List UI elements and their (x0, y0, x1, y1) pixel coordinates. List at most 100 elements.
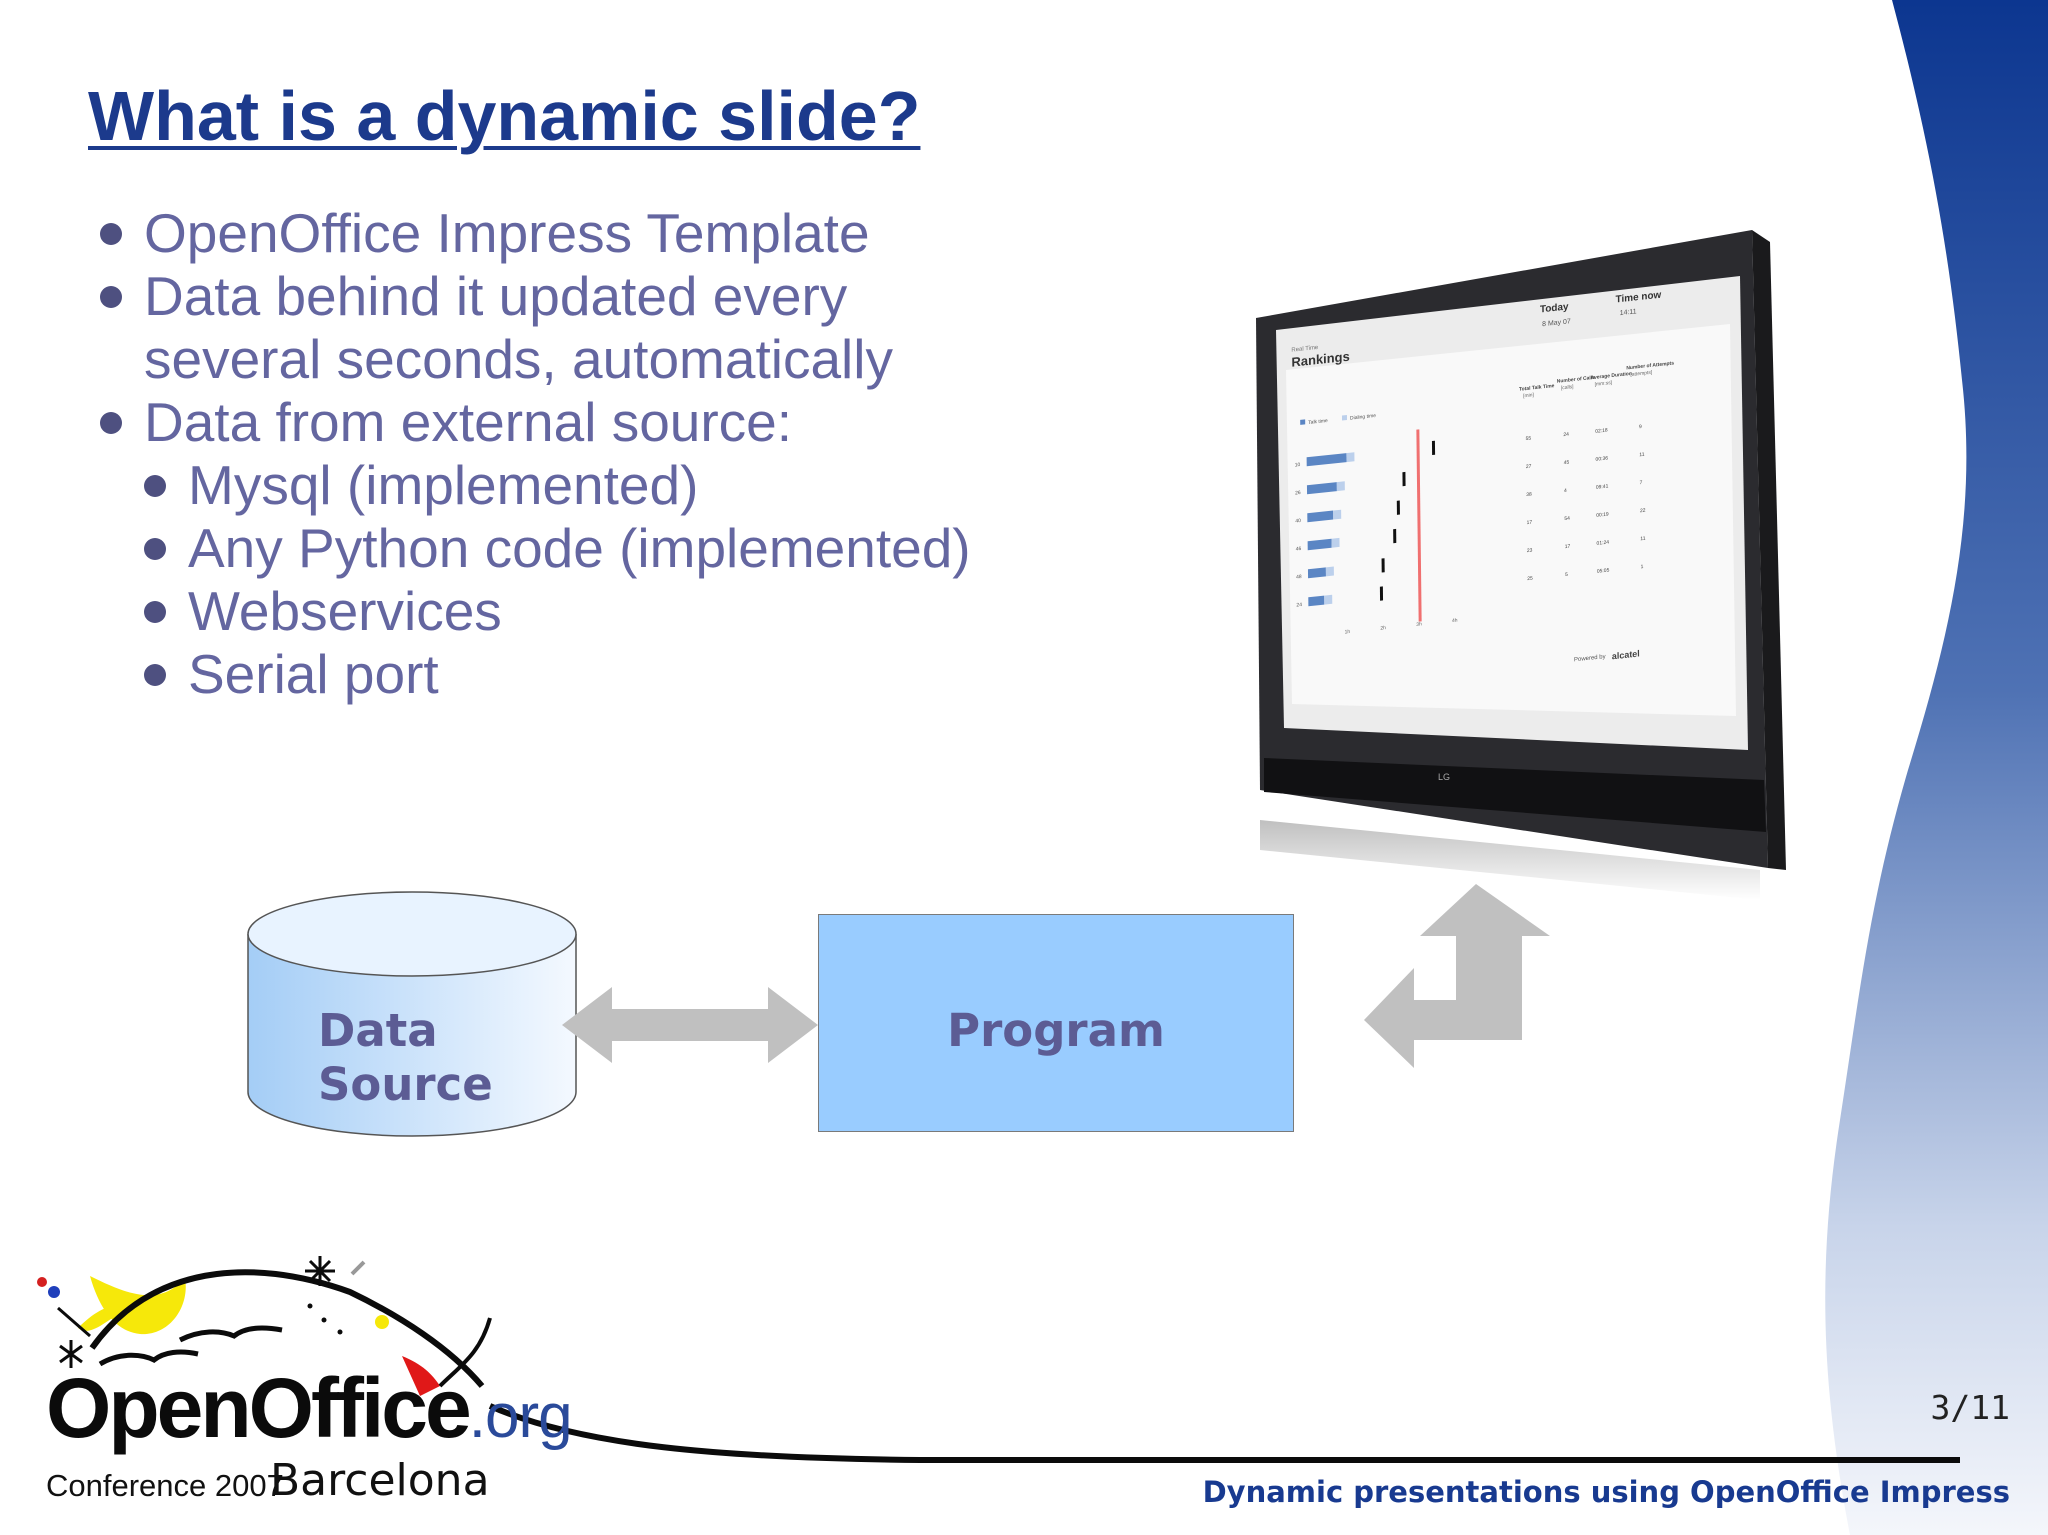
screen-col2: Number of Calls (1557, 375, 1595, 385)
screen-row-c1: 23 (1527, 548, 1533, 555)
screen-row-c4: 1 (1641, 564, 1644, 570)
bullet-dot-icon (144, 664, 166, 686)
screen-row-id: 26 (1295, 490, 1301, 497)
screen-col3-unit: [mm:ss] (1595, 380, 1613, 388)
screen-row-c3: 02:18 (1595, 427, 1608, 434)
screen-row-c2: 5 (1565, 572, 1568, 578)
screen-row-c3: 05:05 (1597, 567, 1610, 574)
screen-col1-unit: [min] (1523, 392, 1534, 399)
screen-row-id: 48 (1296, 574, 1302, 581)
screen-row-c1: 27 (1526, 464, 1532, 471)
screen-row-id: 46 (1296, 546, 1302, 553)
screen-row-bar (1307, 567, 1326, 579)
screen-row-bar (1307, 538, 1332, 551)
screen-target-line (1416, 429, 1422, 622)
bullet-dot-icon (100, 286, 122, 308)
screen-row-marker (1393, 528, 1397, 544)
screen-legend-dialing: Dialing time (1350, 413, 1376, 422)
screen-row-id: 10 (1295, 462, 1301, 469)
screen-axis-tick: 3h (1416, 621, 1422, 628)
screen-row-c1: 17 (1527, 520, 1533, 527)
screen-row-c3: 00:19 (1596, 511, 1609, 518)
screen-row-c2: 4 (1564, 488, 1567, 494)
screen-row-c4: 7 (1640, 480, 1643, 486)
screen-panel (1286, 324, 1736, 716)
sub-bullet-item: Any Python code (implemented) (96, 517, 971, 580)
screen-col3: Average Duration (1591, 371, 1632, 381)
screen-axis-tick: 2h (1380, 625, 1386, 632)
screen-col4: Number of Attempts (1626, 360, 1674, 371)
screen-row-bar-dialing (1325, 566, 1334, 577)
slide-title: What is a dynamic slide? (88, 77, 921, 155)
screen-powered-by: Powered by (1574, 654, 1606, 663)
program-label: Program (947, 1004, 1165, 1057)
screen-row-c1: 25 (1527, 576, 1533, 583)
screen-row-c3: 00:36 (1596, 455, 1609, 462)
bullet-dot-icon (144, 538, 166, 560)
screen-row-bar (1306, 482, 1337, 495)
bullet-dot-icon (144, 601, 166, 623)
screen-row-c2: 24 (1563, 432, 1569, 439)
screen-row-c4: 22 (1640, 508, 1646, 515)
data-source-line1: Data (318, 1004, 438, 1057)
return-arrow-icon (1364, 884, 1550, 1068)
screen-axis-tick: 1h (1345, 629, 1351, 636)
bullet-item: Data from external source: (96, 391, 971, 454)
screen-col2-unit: [calls] (1561, 384, 1574, 391)
screen-row-bar (1307, 510, 1334, 523)
monitor-shadow (1260, 820, 1760, 900)
screen-row-bar-dialing (1331, 537, 1340, 548)
bullet-item: OpenOffice Impress Template (96, 202, 971, 265)
conference-logo-art (37, 1256, 1960, 1463)
screen-title: Rankings (1291, 349, 1349, 370)
screen-title-small: Real Time (1291, 345, 1319, 354)
page-number: 3/11 (1930, 1388, 2010, 1427)
screen-today-value: 8 May 07 (1542, 318, 1571, 328)
logo-org: .org (468, 1382, 573, 1451)
bullet-dot-icon (100, 223, 122, 245)
screen-row-id: 24 (1296, 602, 1302, 609)
bullet-item: Data behind it updated every (96, 265, 971, 328)
bidirectional-arrow-icon (562, 987, 818, 1063)
openoffice-logo-text: OpenOffice.org (46, 1360, 573, 1457)
screen-row-c3: 01:24 (1597, 539, 1610, 546)
screen-row-marker (1402, 471, 1406, 487)
monitor-side (1752, 230, 1786, 870)
sub-bullet-item: Webservices (96, 580, 971, 643)
monitor-image: Real Time Rankings Today 8 May 07 Time n… (1256, 230, 1786, 900)
screen-row-c1: 38 (1526, 492, 1532, 499)
screen-time-label: Time now (1615, 290, 1661, 306)
screen-row-c2: 17 (1565, 544, 1571, 551)
screen-row-c2: 54 (1564, 516, 1570, 523)
screen-row-c2: 45 (1564, 460, 1570, 467)
monitor-brand: LG (1438, 772, 1450, 782)
screen-row-bar (1306, 453, 1347, 467)
data-source-line2: Source (318, 1058, 493, 1111)
logo-word: OpenOffice (46, 1361, 472, 1455)
sub-bullet-item: Mysql (implemented) (96, 454, 971, 517)
bullet-dot-icon (144, 475, 166, 497)
screen-axis-tick: 4h (1452, 618, 1458, 625)
screen-row-bar-dialing (1333, 509, 1342, 520)
data-source-label: Data Source (318, 1004, 493, 1112)
bullet-dot-icon (100, 412, 122, 434)
screen-rows: 10552402:18926274500:36114038409:4174617… (1295, 424, 1646, 609)
logo-city: Barcelona (270, 1455, 490, 1506)
screen-vendor: alcatel (1612, 648, 1640, 661)
footer-title: Dynamic presentations using OpenOffice I… (1202, 1475, 2010, 1509)
screen-row-id: 40 (1295, 518, 1301, 525)
screen-row-marker (1379, 586, 1384, 601)
bullet-list: OpenOffice Impress Template Data behind … (96, 202, 971, 706)
screen-row-marker (1396, 500, 1400, 515)
screen-time-value: 14:11 (1620, 308, 1637, 317)
screen-axis-ticks: 1h 2h 3h 4h (1345, 618, 1458, 636)
logo-conference: Conference 2007 (46, 1468, 284, 1503)
screen-row-c4: 11 (1639, 452, 1644, 459)
screen-row-c4: 9 (1639, 424, 1642, 430)
screen-col1: Total Talk Time (1519, 383, 1555, 393)
sub-bullet-item: Serial port (96, 643, 971, 706)
screen-row-bar (1308, 595, 1325, 607)
screen-row-c3: 09:41 (1596, 483, 1609, 490)
screen-row-marker (1431, 440, 1436, 456)
